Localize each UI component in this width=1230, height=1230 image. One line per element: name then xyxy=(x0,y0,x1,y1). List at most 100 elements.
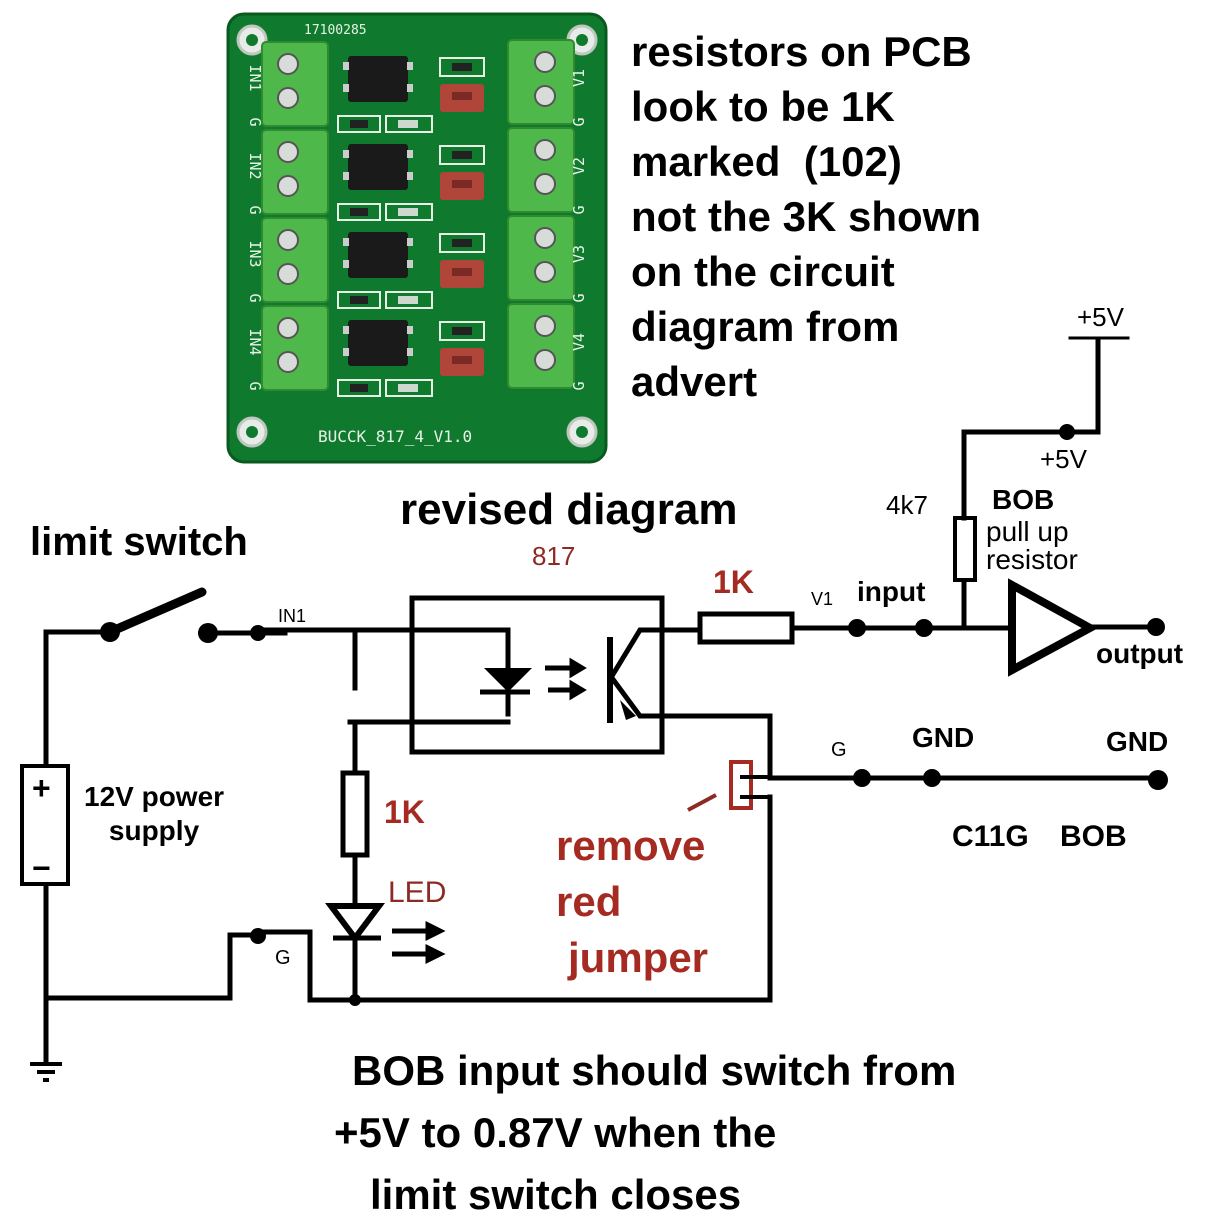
plus-sign-icon: + xyxy=(32,770,51,806)
screw-terminal xyxy=(507,39,575,125)
switch-contact-right xyxy=(198,623,218,643)
pcb-left-label: G xyxy=(246,293,264,302)
conclusion-line: BOB input should switch from xyxy=(352,1047,957,1094)
pullup-resistor xyxy=(953,516,977,582)
conclusion-line: +5V to 0.87V when the xyxy=(334,1109,777,1156)
pcb-right-label: V2 xyxy=(570,157,588,175)
pullup-title: BOB xyxy=(992,484,1055,515)
smd-resistor xyxy=(337,115,381,133)
v1-label: V1 xyxy=(811,589,834,609)
screw-terminal xyxy=(261,41,329,127)
pcb-components xyxy=(337,56,485,397)
wire-opto-led-anode xyxy=(352,627,511,717)
note-line: look to be 1K xyxy=(631,83,895,130)
minus-sign-icon: − xyxy=(32,850,51,886)
gnd-label-1: GND xyxy=(912,722,975,753)
note-line: not the 3K shown xyxy=(631,193,981,240)
mounting-holes xyxy=(236,24,598,448)
smd-resistor xyxy=(439,233,485,253)
smd-resistor xyxy=(337,203,381,221)
optocoupler-body xyxy=(409,595,665,755)
earth-ground-icon xyxy=(30,1062,62,1082)
note-line: on the circuit xyxy=(631,248,895,295)
optocoupler-chip xyxy=(343,232,413,278)
switch-contact-left xyxy=(100,622,120,642)
g-left-label: G xyxy=(275,947,291,969)
led-ground-node xyxy=(349,994,361,1006)
g-terminal xyxy=(853,769,871,787)
input-label: input xyxy=(857,576,926,607)
smd-resistor xyxy=(337,291,381,309)
screw-terminal xyxy=(507,303,575,389)
vcc-node-label: +5V xyxy=(1040,444,1087,474)
screw-terminal xyxy=(507,127,575,213)
phototransistor-emitter xyxy=(608,674,773,781)
g-right-label: G xyxy=(831,739,847,761)
optocoupler-chip xyxy=(343,144,413,190)
jumper-note-line: remove xyxy=(556,822,706,869)
pcb-right-label: V3 xyxy=(570,245,588,263)
pcb-serial: 17100285 xyxy=(304,23,367,38)
indicator-led-icon xyxy=(325,903,446,965)
jumper-note-line: red xyxy=(556,878,622,925)
screw-terminal xyxy=(261,217,329,303)
optocoupler-chip xyxy=(343,56,413,102)
jumper-note-line: jumper xyxy=(568,934,709,981)
bob-input-terminal xyxy=(915,619,933,637)
bob-bottom-label: BOB xyxy=(1060,820,1127,853)
pcb-left-label: IN4 xyxy=(246,328,264,355)
smd-resistor xyxy=(439,57,485,77)
diagram-title: revised diagram xyxy=(400,485,738,534)
smd-resistor xyxy=(439,321,485,341)
pcb-left-label: G xyxy=(246,381,264,390)
note-line: marked (102) xyxy=(631,138,902,185)
in1-label: IN1 xyxy=(278,606,307,626)
output-resistor xyxy=(697,611,795,645)
smd-led xyxy=(385,115,433,133)
c11g-label: C11G xyxy=(952,820,1029,853)
junction-dots xyxy=(100,424,1168,1006)
led-light-arrows-icon xyxy=(392,920,446,965)
pcb-left-label: IN1 xyxy=(246,64,264,91)
output-terminal xyxy=(1147,618,1165,636)
wire-jumper-return xyxy=(259,794,773,1003)
led-label: LED xyxy=(388,876,447,909)
power-supply-label: 12V power supply xyxy=(84,780,224,848)
phototransistor-collector xyxy=(608,627,703,680)
right-terminal-blocks xyxy=(507,39,575,389)
smd-led xyxy=(385,291,433,309)
jumper-cap xyxy=(440,84,484,112)
pcb-board: 17100285 BUCCK_817_4_V1.0 IN1GIN2GIN3GIN… xyxy=(226,12,608,464)
note-line: resistors on PCB xyxy=(631,28,972,75)
screw-terminal xyxy=(261,305,329,391)
opto-led-icon xyxy=(480,657,636,720)
smd-resistor xyxy=(337,379,381,397)
jumper-cap xyxy=(440,348,484,376)
pullup-desc-line: resistor xyxy=(986,544,1078,575)
pcb-right-label: G xyxy=(570,205,588,214)
output-label: output xyxy=(1096,638,1184,669)
note-line: advert xyxy=(631,358,758,405)
gnd-terminal-2 xyxy=(1148,770,1168,790)
emitter-arrow-icon xyxy=(620,700,636,720)
smd-resistor xyxy=(439,145,485,165)
in1-terminal xyxy=(250,625,266,641)
switch-lever xyxy=(105,587,207,637)
jumper-cap xyxy=(440,260,484,288)
pullup-desc: pull up resistor xyxy=(986,518,1078,574)
pcb-right-label: V1 xyxy=(570,69,588,87)
supply-label-line: 12V power xyxy=(84,781,225,812)
jumper-pointer-line xyxy=(687,793,717,812)
smd-led xyxy=(385,203,433,221)
smd-led xyxy=(385,379,433,397)
optocoupler-chip xyxy=(343,320,413,366)
pullup-desc-line: pull up xyxy=(986,516,1069,547)
pcb-left-label: G xyxy=(246,117,264,126)
pcb-right-label: G xyxy=(570,381,588,390)
power-supply-symbol xyxy=(20,764,70,886)
supply-label-line: supply xyxy=(108,815,200,846)
note-line: diagram from xyxy=(631,303,900,350)
